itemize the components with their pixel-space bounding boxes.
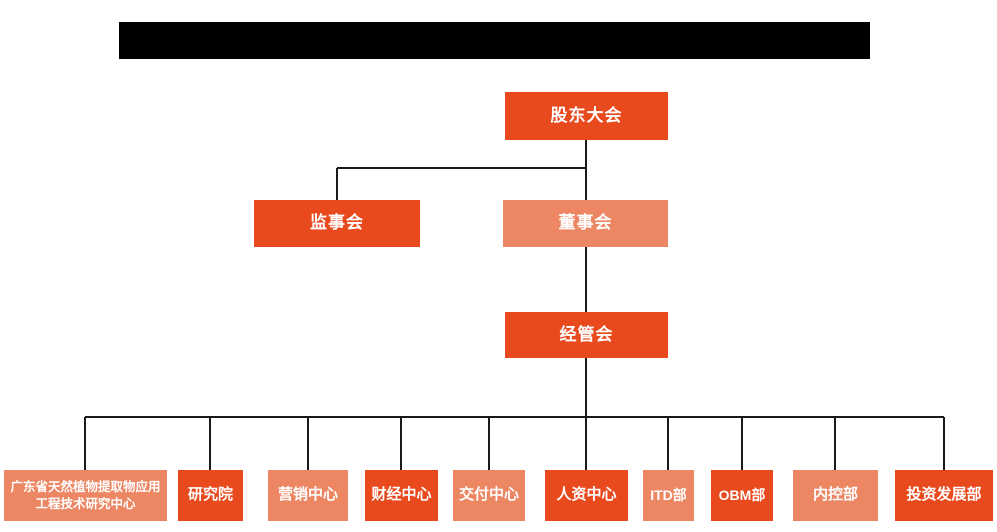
node-research-center: 广东省天然植物提取物应用工程技术研究中心 bbox=[4, 470, 167, 521]
node-internal-control-dept: 内控部 bbox=[793, 470, 878, 521]
node-itd-dept: ITD部 bbox=[643, 470, 694, 521]
node-supervisory-board: 监事会 bbox=[254, 200, 420, 247]
node-delivery-center: 交付中心 bbox=[453, 470, 525, 521]
node-investment-development-dept: 投资发展部 bbox=[895, 470, 993, 521]
node-marketing-center: 营销中心 bbox=[268, 470, 348, 521]
redacted-title-bar bbox=[119, 22, 870, 59]
node-research-institute: 研究院 bbox=[178, 470, 243, 521]
node-management-committee: 经管会 bbox=[505, 312, 668, 358]
node-shareholders-meeting: 股东大会 bbox=[505, 92, 668, 140]
node-obm-dept: OBM部 bbox=[711, 470, 773, 521]
node-finance-center: 财经中心 bbox=[365, 470, 438, 521]
connector-lines-path bbox=[84, 139, 945, 471]
node-hr-center: 人资中心 bbox=[545, 470, 628, 521]
node-board-of-directors: 董事会 bbox=[503, 200, 668, 247]
